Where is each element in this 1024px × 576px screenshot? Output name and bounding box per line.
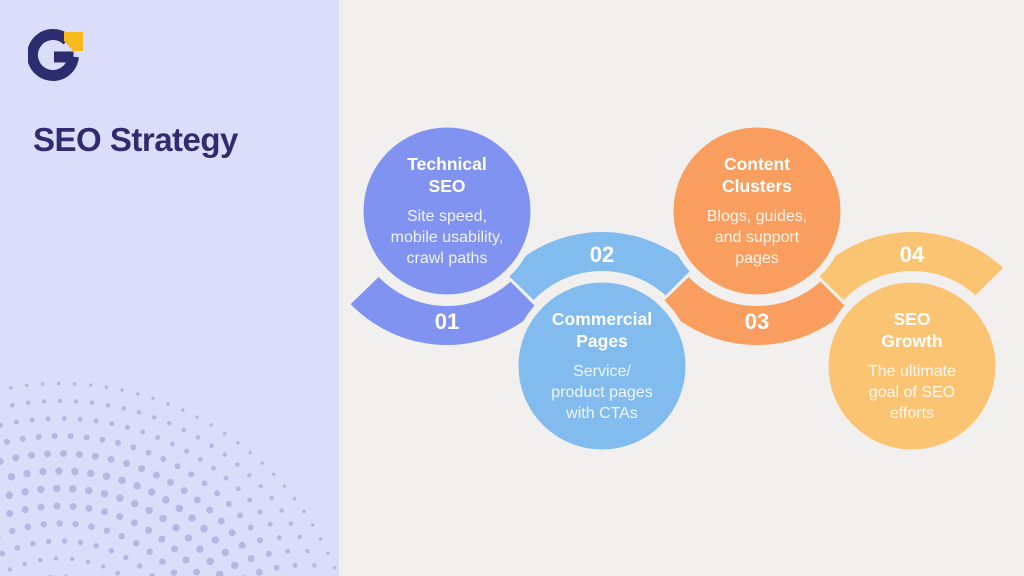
step-1-number-badge: 01 [434, 309, 460, 334]
brand-logo [28, 29, 83, 81]
page-title: SEO Strategy [33, 121, 238, 158]
halftone-dot-ring [0, 467, 273, 576]
left-panel: SEO Strategy [0, 0, 339, 576]
step-1-description: Site speed, mobile usability, crawl path… [390, 208, 504, 268]
g-mark-icon [28, 29, 79, 81]
step-2-description: Service/ product pages with CTAs [551, 363, 653, 423]
step-3-description: Blogs, guides, and support pages [706, 208, 808, 268]
step-4-description: The ultimate goal of SEO efforts [867, 363, 957, 423]
step-3-label: Content Clusters Blogs, guides, and supp… [675, 141, 839, 281]
step-2-title: Commercial Pages [551, 308, 653, 352]
step-4-title: SEO Growth [881, 308, 943, 352]
step-3-number-badge: 03 [744, 309, 770, 334]
step-4-label: SEO Growth The ultimate goal of SEO effo… [830, 296, 994, 436]
step-2-label: Commercial Pages Service/ product pages … [520, 296, 684, 436]
step-2-number-badge: 02 [589, 242, 615, 267]
step-1-title: Technical SEO [407, 153, 487, 197]
step-3-title: Content Clusters [721, 153, 793, 197]
halftone-dots-pattern [0, 381, 339, 576]
halftone-dot-ring [0, 538, 202, 576]
halftone-dot-ring [0, 433, 307, 576]
g-mark-accent-icon [64, 32, 83, 51]
step-1-label: Technical SEO Site speed, mobile usabili… [365, 141, 529, 281]
halftone-dot-ring [0, 398, 339, 576]
halftone-dot-ring [0, 520, 220, 576]
step-4-number-badge: 04 [899, 242, 925, 267]
halftone-dot-ring [0, 416, 324, 576]
